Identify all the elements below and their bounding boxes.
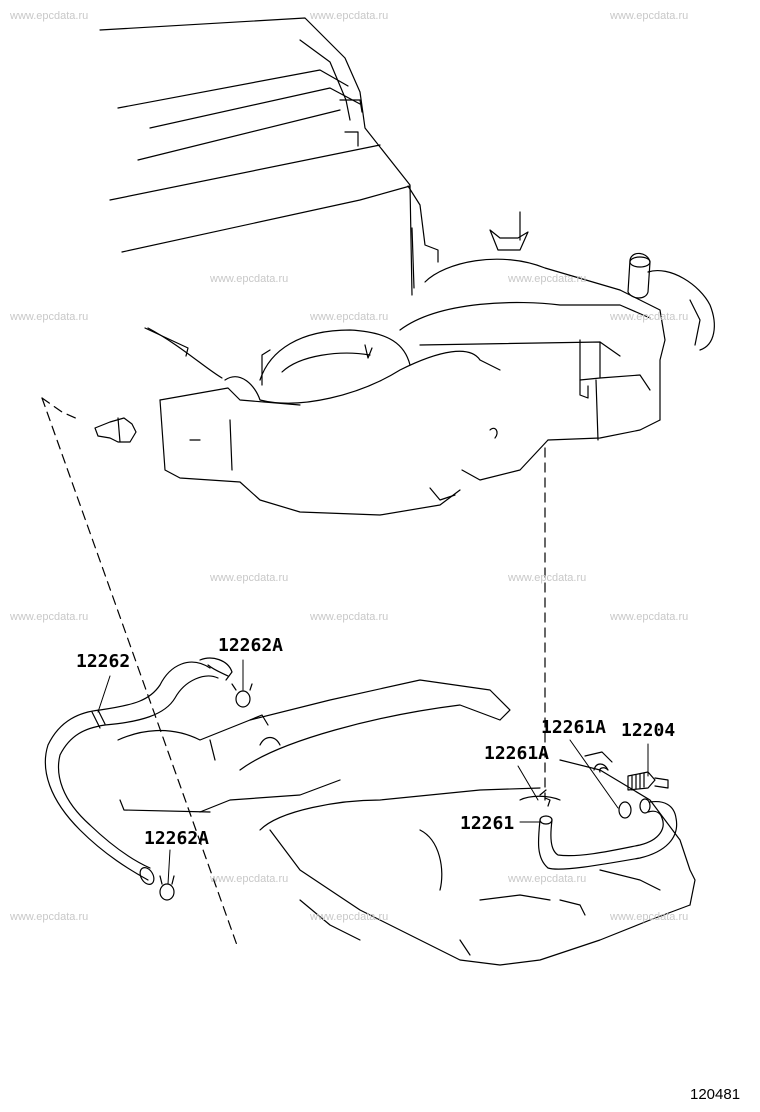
callout-leaders	[98, 660, 648, 884]
pcv-valve-12204	[594, 764, 668, 790]
watermark: www.epcdata.ru	[508, 873, 587, 885]
callout-12262A-clamp-top[interactable]: 12262A	[218, 635, 284, 656]
watermark: www.epcdata.ru	[210, 873, 289, 885]
clamp-12262A-bottom	[160, 876, 174, 900]
diagram-id: 120481	[690, 1086, 741, 1103]
watermark: www.epcdata.ru	[508, 572, 587, 584]
watermark: www.epcdata.ru	[210, 572, 289, 584]
watermark: www.epcdata.ru	[310, 10, 389, 22]
watermark: www.epcdata.ru	[210, 273, 289, 285]
watermark: www.epcdata.ru	[610, 10, 689, 22]
callout-12204-valve[interactable]: 12204	[621, 720, 676, 741]
watermark: www.epcdata.ru	[310, 911, 389, 923]
callout-12261-hose[interactable]: 12261	[460, 813, 515, 834]
side-fitting	[95, 418, 136, 442]
valve-cover	[118, 680, 695, 965]
callout-12261A-clamp-right[interactable]: 12261A	[541, 717, 607, 738]
watermark: www.epcdata.ru	[10, 10, 89, 22]
dashed-leaders	[42, 398, 545, 948]
watermark: www.epcdata.ru	[310, 611, 389, 623]
watermark: www.epcdata.ru	[610, 311, 689, 323]
ventilation-hose-12262	[45, 658, 232, 887]
clamp-12262A-top	[232, 684, 252, 707]
callout-12262A-clamp-bottom[interactable]: 12262A	[144, 828, 210, 849]
callout-12261A-clamp-left[interactable]: 12261A	[484, 743, 550, 764]
engine-lower-section	[160, 330, 548, 515]
watermark: www.epcdata.ru	[610, 611, 689, 623]
pcv-hose-12261	[538, 799, 676, 869]
watermark: www.epcdata.ru	[10, 611, 89, 623]
engine-upper-block	[100, 18, 438, 378]
intake-manifold	[400, 212, 714, 440]
watermark: www.epcdata.ru	[10, 311, 89, 323]
watermark: www.epcdata.ru	[508, 273, 587, 285]
clamp-12261A	[540, 790, 550, 806]
watermark: www.epcdata.ru	[610, 911, 689, 923]
watermark: www.epcdata.ru	[10, 911, 89, 923]
callout-12262-hose[interactable]: 12262	[76, 651, 131, 672]
watermark: www.epcdata.ru	[310, 311, 389, 323]
